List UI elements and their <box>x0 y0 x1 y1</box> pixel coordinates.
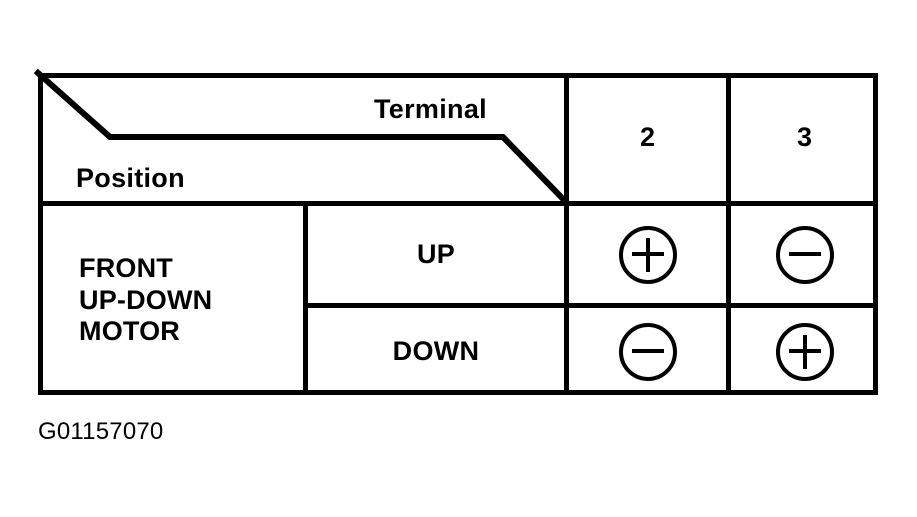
component-name-cell: FRONT UP-DOWN MOTOR <box>43 206 303 395</box>
plus-circle-icon <box>775 322 834 381</box>
component-name-line-1: FRONT <box>79 252 173 283</box>
direction-label-up: UP <box>416 239 456 269</box>
terminal-2-column-divider <box>564 73 569 395</box>
polarity-cell-up-terminal-2 <box>569 206 726 303</box>
plus-circle-icon <box>618 225 677 284</box>
header-diagonal-divider-icon <box>38 73 569 206</box>
vertical-stroke <box>802 334 807 369</box>
direction-label-down: DOWN <box>392 336 480 366</box>
circle-outline <box>775 322 834 381</box>
terminal-header-3: 3 <box>796 121 813 152</box>
component-name-line-2: UP-DOWN <box>79 284 213 315</box>
header-body-divider <box>38 201 878 206</box>
terminal-axis-label: Terminal <box>374 94 487 124</box>
minus-circle-icon <box>775 225 834 284</box>
figure-caption: G01157070 <box>38 418 164 445</box>
terminal-3-column-divider <box>726 73 731 395</box>
component-name-line-3: MOTOR <box>79 316 180 347</box>
polarity-cell-down-terminal-3 <box>731 308 878 395</box>
polarity-cell-up-terminal-3 <box>731 206 878 303</box>
horizontal-stroke <box>788 251 821 256</box>
table-frame <box>38 73 878 395</box>
horizontal-stroke <box>631 348 664 353</box>
position-axis-label: Position <box>76 163 185 193</box>
polarity-cell-down-terminal-2 <box>569 308 726 395</box>
circle-outline <box>775 225 834 284</box>
terminal-header-2: 2 <box>639 121 656 152</box>
circle-outline <box>618 225 677 284</box>
vertical-stroke <box>645 237 650 272</box>
position-column-divider <box>303 201 308 395</box>
up-down-row-divider <box>303 303 878 308</box>
minus-circle-icon <box>618 322 677 381</box>
circle-outline <box>618 322 677 381</box>
